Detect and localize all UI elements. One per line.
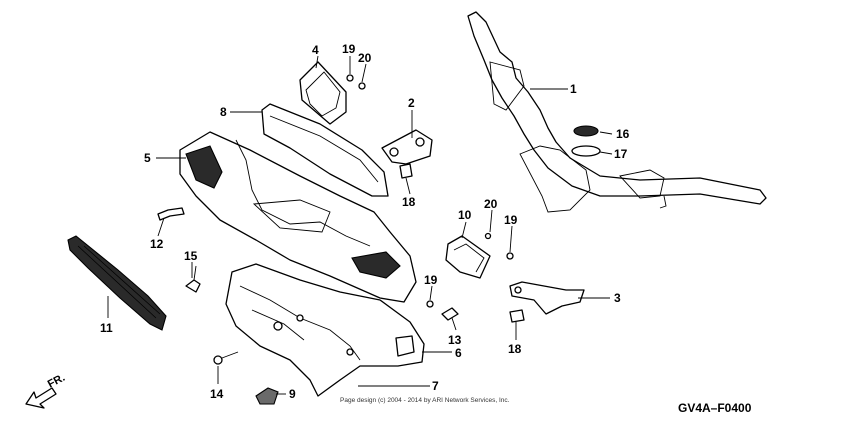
callout-16: 16 (616, 127, 630, 141)
callout-18b: 18 (508, 342, 522, 356)
bracket-lower (509, 281, 585, 315)
callout-19c: 19 (424, 273, 438, 287)
callout-18a: 18 (402, 195, 416, 209)
leader-lines (107, 55, 613, 395)
callout-labels: 1 2 3 4 5 6 7 8 9 10 11 12 13 14 15 16 1… (100, 42, 630, 401)
callout-8: 8 (220, 105, 227, 119)
bracket-upper (381, 129, 433, 165)
cap (255, 387, 279, 405)
callout-14: 14 (210, 387, 224, 401)
callout-4: 4 (312, 43, 319, 57)
callout-9: 9 (289, 387, 296, 401)
callout-19a: 19 (342, 42, 356, 56)
callout-17: 17 (614, 147, 628, 161)
windscreen (261, 103, 389, 197)
front-direction-label: FR. (46, 372, 67, 391)
callout-20b: 20 (484, 197, 498, 211)
callout-19b: 19 (504, 213, 518, 227)
side-cover (445, 235, 491, 279)
front-emblem-strip (67, 235, 167, 331)
lower-handle-cover (225, 263, 425, 397)
copyright-notice: Page design (c) 2004 - 2014 by ARI Netwo… (340, 397, 510, 404)
fasteners (157, 74, 525, 365)
callout-6: 6 (455, 346, 462, 360)
upper-cover (299, 61, 347, 125)
diagram-code: GV4A–F0400 (678, 401, 752, 415)
callout-13: 13 (448, 333, 462, 347)
front-handle-cover (179, 131, 417, 303)
callout-7: 7 (432, 379, 439, 393)
callout-1: 1 (570, 82, 577, 96)
callout-5: 5 (144, 151, 151, 165)
callout-12: 12 (150, 237, 164, 251)
callout-11: 11 (100, 321, 113, 335)
callout-2: 2 (408, 96, 415, 110)
callout-15: 15 (184, 249, 198, 263)
callout-3: 3 (614, 291, 621, 305)
callout-10: 10 (458, 208, 472, 222)
front-direction-arrow: FR. (25, 372, 67, 409)
handlebar (467, 11, 767, 213)
callout-20a: 20 (358, 51, 372, 65)
